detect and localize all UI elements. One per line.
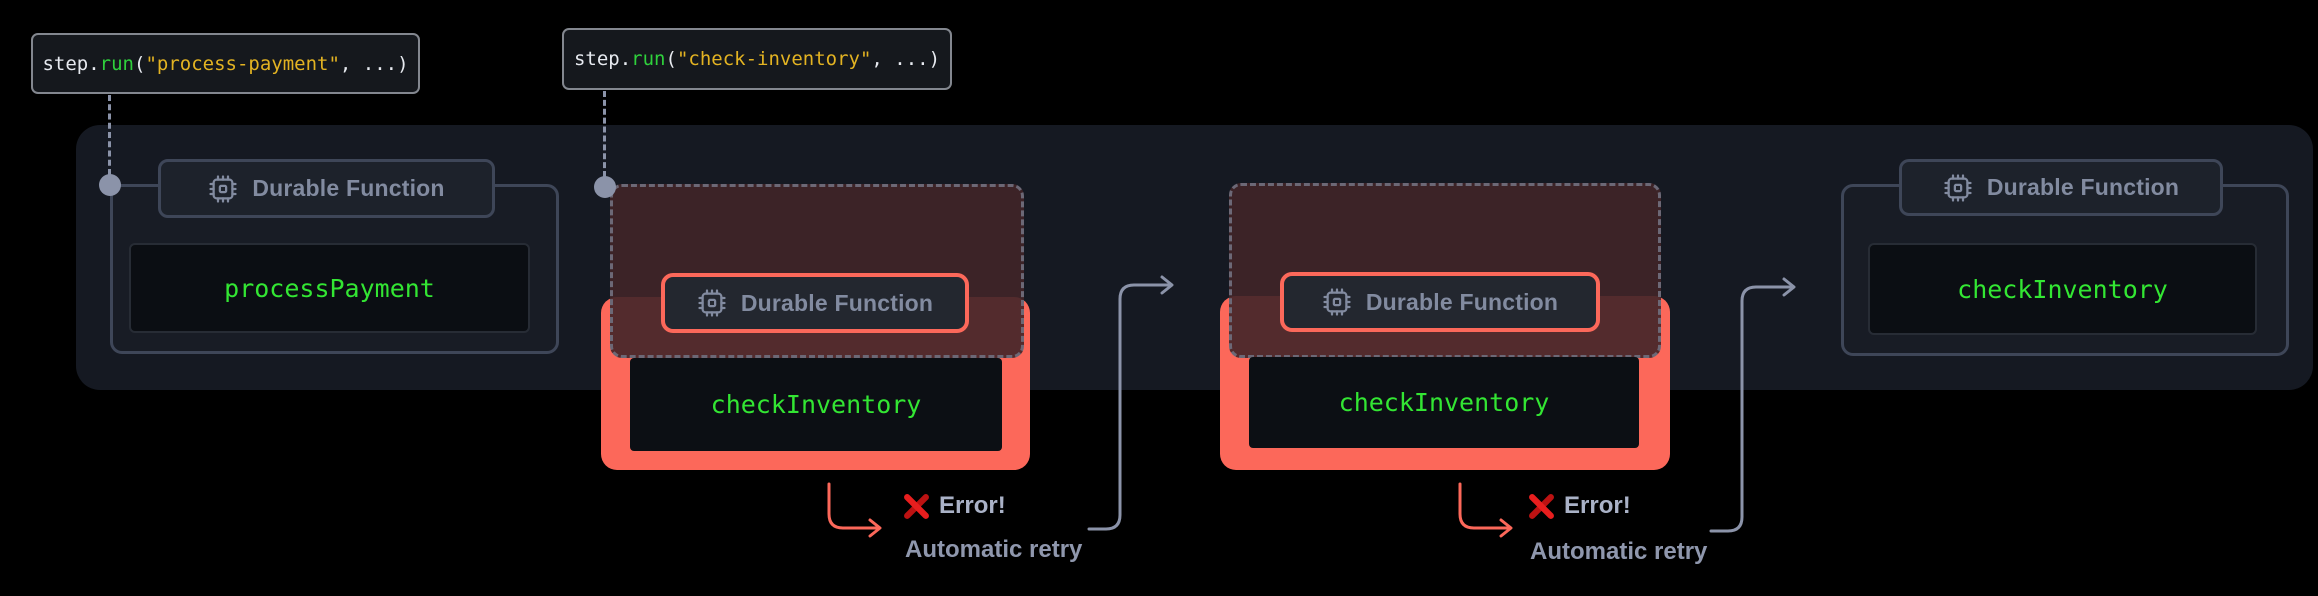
function-name: checkInventory — [1338, 388, 1550, 417]
error-arrow-1 — [827, 482, 882, 538]
durable-function-badge-2: Durable Function — [661, 273, 969, 333]
badge-label: Durable Function — [740, 289, 934, 316]
retry-text-1: Automatic retry — [905, 536, 1083, 563]
function-name-box-2: checkInventory — [630, 358, 1002, 451]
code-token-paren: ( — [665, 48, 677, 70]
dropper-line-2 — [603, 91, 606, 177]
code-token-object: step — [573, 48, 620, 70]
durable-function-badge-4: Durable Function — [1899, 159, 2223, 216]
code-snippet-check-inventory: step.run("check-inventory", ...) — [562, 28, 952, 90]
error-arrow-2 — [1458, 482, 1513, 538]
dropper-line-1 — [108, 95, 111, 175]
durable-function-badge-1: Durable Function — [158, 159, 495, 218]
code-token-paren: ( — [133, 52, 146, 75]
cpu-chip-icon — [209, 174, 237, 203]
error-label-2: Error! — [1528, 492, 1631, 520]
durable-function-badge-3: Durable Function — [1280, 272, 1600, 332]
cpu-chip-icon — [1944, 173, 1972, 202]
badge-label: Durable Function — [1365, 288, 1559, 315]
code-token-string: "process-payment" — [145, 52, 340, 75]
code-token-object: step — [42, 52, 89, 75]
function-name-box-4: checkInventory — [1868, 243, 2257, 335]
badge-label: Durable Function — [1986, 174, 2180, 200]
function-name: checkInventory — [1957, 274, 2168, 304]
cpu-chip-icon — [698, 289, 726, 317]
code-token-function: run — [631, 48, 666, 70]
retry-connector-2 — [1709, 277, 1796, 533]
retry-connector-1 — [1087, 275, 1174, 531]
function-name-box-3: checkInventory — [1249, 357, 1639, 448]
badge-label: Durable Function — [252, 175, 445, 201]
code-token-rest: , ...) — [339, 52, 409, 75]
x-mark-icon — [1529, 493, 1554, 519]
connector-dot-2 — [594, 176, 616, 198]
error-text: Error! — [939, 492, 1006, 519]
code-token-string: "check-inventory" — [676, 48, 872, 70]
code-snippet-process-payment: step.run("process-payment", ...) — [31, 33, 420, 94]
function-name: processPayment — [224, 273, 435, 303]
connector-dot-1 — [99, 174, 121, 196]
error-label-1: Error! — [903, 492, 1006, 520]
function-name: checkInventory — [710, 390, 922, 419]
code-token-dot: . — [619, 48, 632, 70]
retry-text-2: Automatic retry — [1530, 538, 1708, 565]
x-mark-icon — [904, 493, 929, 519]
code-token-function: run — [99, 52, 134, 75]
code-token-rest: , ...) — [871, 48, 941, 70]
error-text: Error! — [1564, 492, 1631, 519]
cpu-chip-icon — [1323, 288, 1351, 316]
function-name-box-1: processPayment — [129, 243, 530, 333]
code-token-dot: . — [88, 52, 100, 75]
